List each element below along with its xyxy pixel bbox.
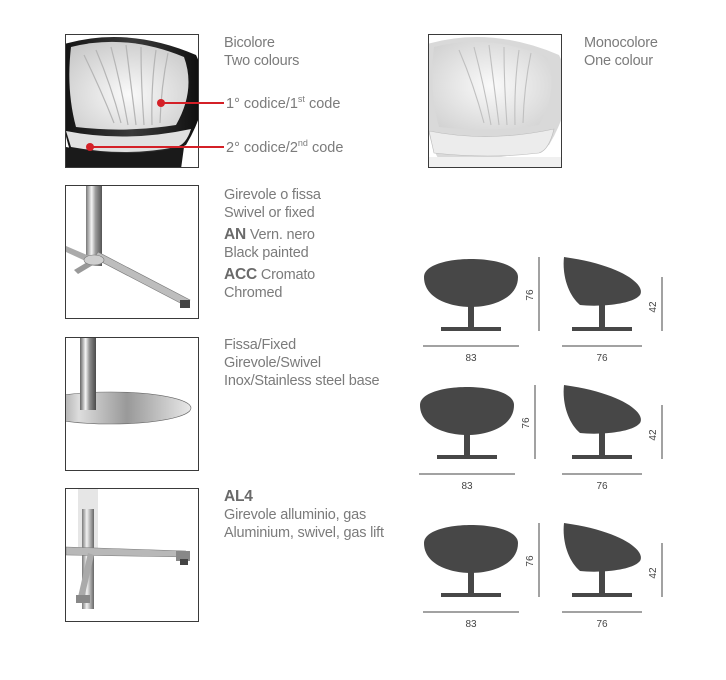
front-view-base [437,455,497,459]
code2-label: 2° codice/2nd code [226,138,344,156]
acc-finish-code: ACC [224,266,257,283]
side-view-shell [563,385,641,434]
code1-marker-line [161,102,224,104]
side-view-stem [599,305,605,327]
al4-base-image [65,488,199,622]
code1-label: 1° codice/1st code [226,94,341,112]
side-view-stem [599,433,605,455]
front-view-base [441,327,501,331]
side-view-shell [563,523,641,572]
front-view-stem [468,305,474,327]
width-dimension-label: 83 [465,619,477,630]
side-view-base [572,327,632,331]
code2-marker-line [90,146,224,148]
side-view-base [572,593,632,597]
al4-base-description: AL4 Girevole alluminio, gas Aluminium, s… [224,488,384,541]
front-view-stem [468,571,474,593]
front-view-stem [464,433,470,455]
swivel-base-image [65,185,199,319]
seat-height-dimension-label: 42 [648,301,659,313]
depth-dimension-label: 76 [596,353,608,364]
seat-height-dimension-label: 42 [648,567,659,579]
inox-base-description: Fissa/Fixed Girevole/Swivel Inox/Stainle… [224,337,380,389]
depth-dimension-label: 76 [596,619,608,630]
front-view-shell [424,525,518,573]
bicolore-label: Bicolore Two colours [224,35,300,69]
seat-height-dimension-label: 42 [648,429,659,441]
front-view-shell [420,387,514,435]
side-view-base [572,455,632,459]
side-view-shell [563,257,641,306]
width-dimension-label: 83 [461,481,473,492]
depth-dimension-label: 76 [596,481,608,492]
inox-base-image [65,337,199,471]
inox-base-drawing [66,338,192,425]
swivel-base-drawing [66,186,191,308]
monocolour-chair-drawing [429,37,561,167]
front-view-base [441,593,501,597]
height-dimension-label: 76 [521,417,532,429]
monocolour-chair-image [428,34,562,168]
height-dimension-label: 76 [525,289,536,301]
al4-base-drawing [66,489,190,609]
an-finish-code: AN [224,226,246,243]
monocolore-label: Monocolore One colour [584,35,658,69]
al4-code: AL4 [224,488,253,505]
swivel-base-description: Girevole o fissa Swivel or fixed AN Vern… [224,187,321,301]
side-view-stem [599,571,605,593]
front-view-shell [424,259,518,307]
height-dimension-label: 76 [525,555,536,567]
width-dimension-label: 83 [465,353,477,364]
